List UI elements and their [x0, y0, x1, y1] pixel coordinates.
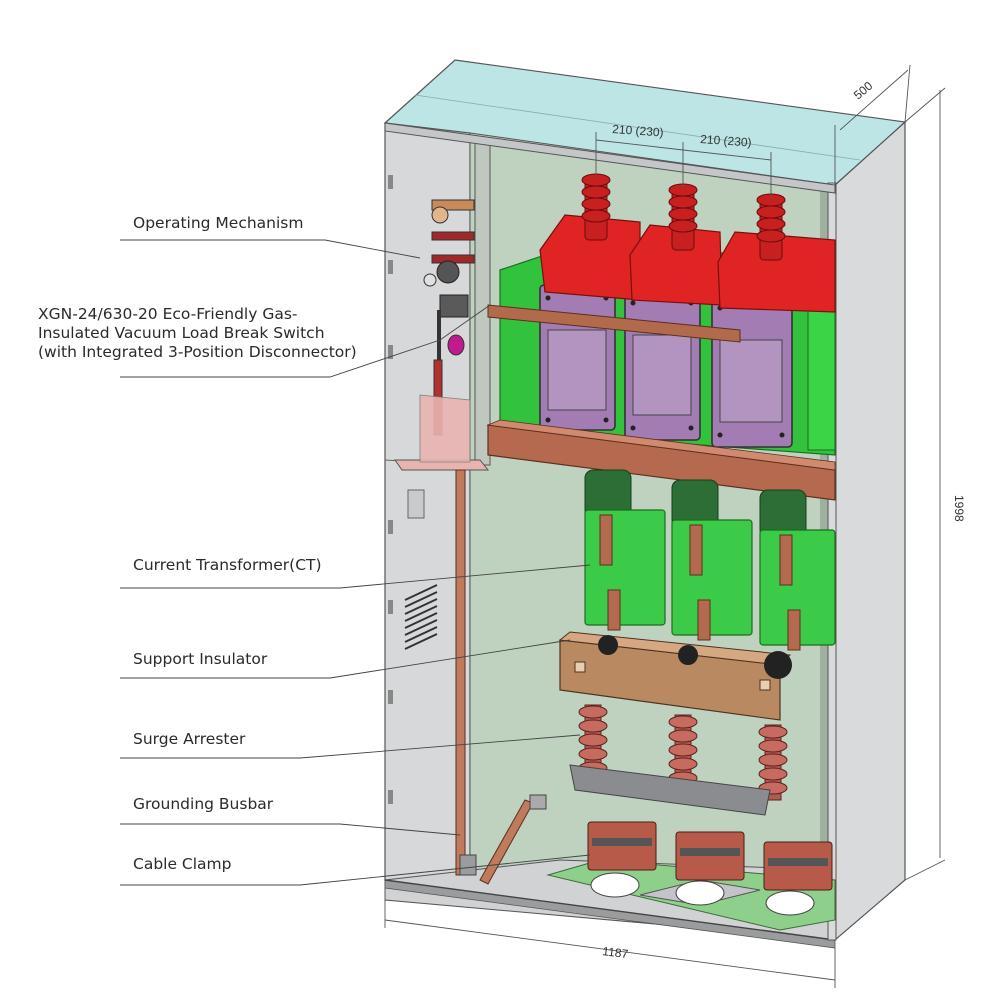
label-support-insulator: Support Insulator: [133, 650, 268, 668]
label-load-break-switch-line2: Insulated Vacuum Load Break Switch: [38, 324, 325, 342]
label-load-break-switch-line1: XGN-24/630-20 Eco-Friendly Gas-: [38, 305, 298, 323]
leader-surge-arrester: [120, 734, 581, 759]
label-current-transformer: Current Transformer(CT): [133, 556, 322, 574]
leader-operating-mechanism: [120, 239, 421, 259]
cabinet-right-side-panel: [834, 120, 906, 942]
dim-height: 1998: [952, 495, 966, 522]
bushing-housings: [539, 173, 836, 313]
ventilation-grille: [404, 584, 438, 650]
dimension-lines: [384, 64, 946, 988]
grounding-busbar: [455, 469, 547, 885]
operating-bar: [487, 304, 741, 343]
current-transformers: [584, 469, 836, 651]
dim-depth: 500: [851, 78, 876, 102]
leader-support-insulator: [120, 639, 571, 679]
dim-width: 1187: [602, 944, 630, 961]
cable-clamps: [546, 821, 836, 931]
label-load-break-switch: XGN-24/630-20 Eco-Friendly Gas- Insulate…: [38, 305, 357, 362]
leader-lines: [120, 239, 591, 886]
label-load-break-switch-line3: (with Integrated 3-Position Disconnector…: [38, 343, 357, 361]
leader-cable-clamp: [120, 854, 591, 886]
arrester-base-plate: [569, 764, 771, 816]
dim-phase-spacing-2: 210 (230): [700, 132, 752, 150]
label-grounding-busbar: Grounding Busbar: [133, 795, 274, 813]
leader-current-transformer: [120, 564, 591, 589]
label-surge-arrester: Surge Arrester: [133, 730, 246, 748]
leader-load-break-switch: [120, 304, 491, 378]
leader-grounding-busbar: [120, 823, 461, 836]
dim-phase-spacing-1: 210 (230): [612, 122, 664, 140]
mechanism-compartment: [474, 139, 491, 466]
label-operating-mechanism: Operating Mechanism: [133, 214, 304, 232]
support-insulator: [558, 631, 792, 721]
label-cable-clamp: Cable Clamp: [133, 855, 232, 873]
